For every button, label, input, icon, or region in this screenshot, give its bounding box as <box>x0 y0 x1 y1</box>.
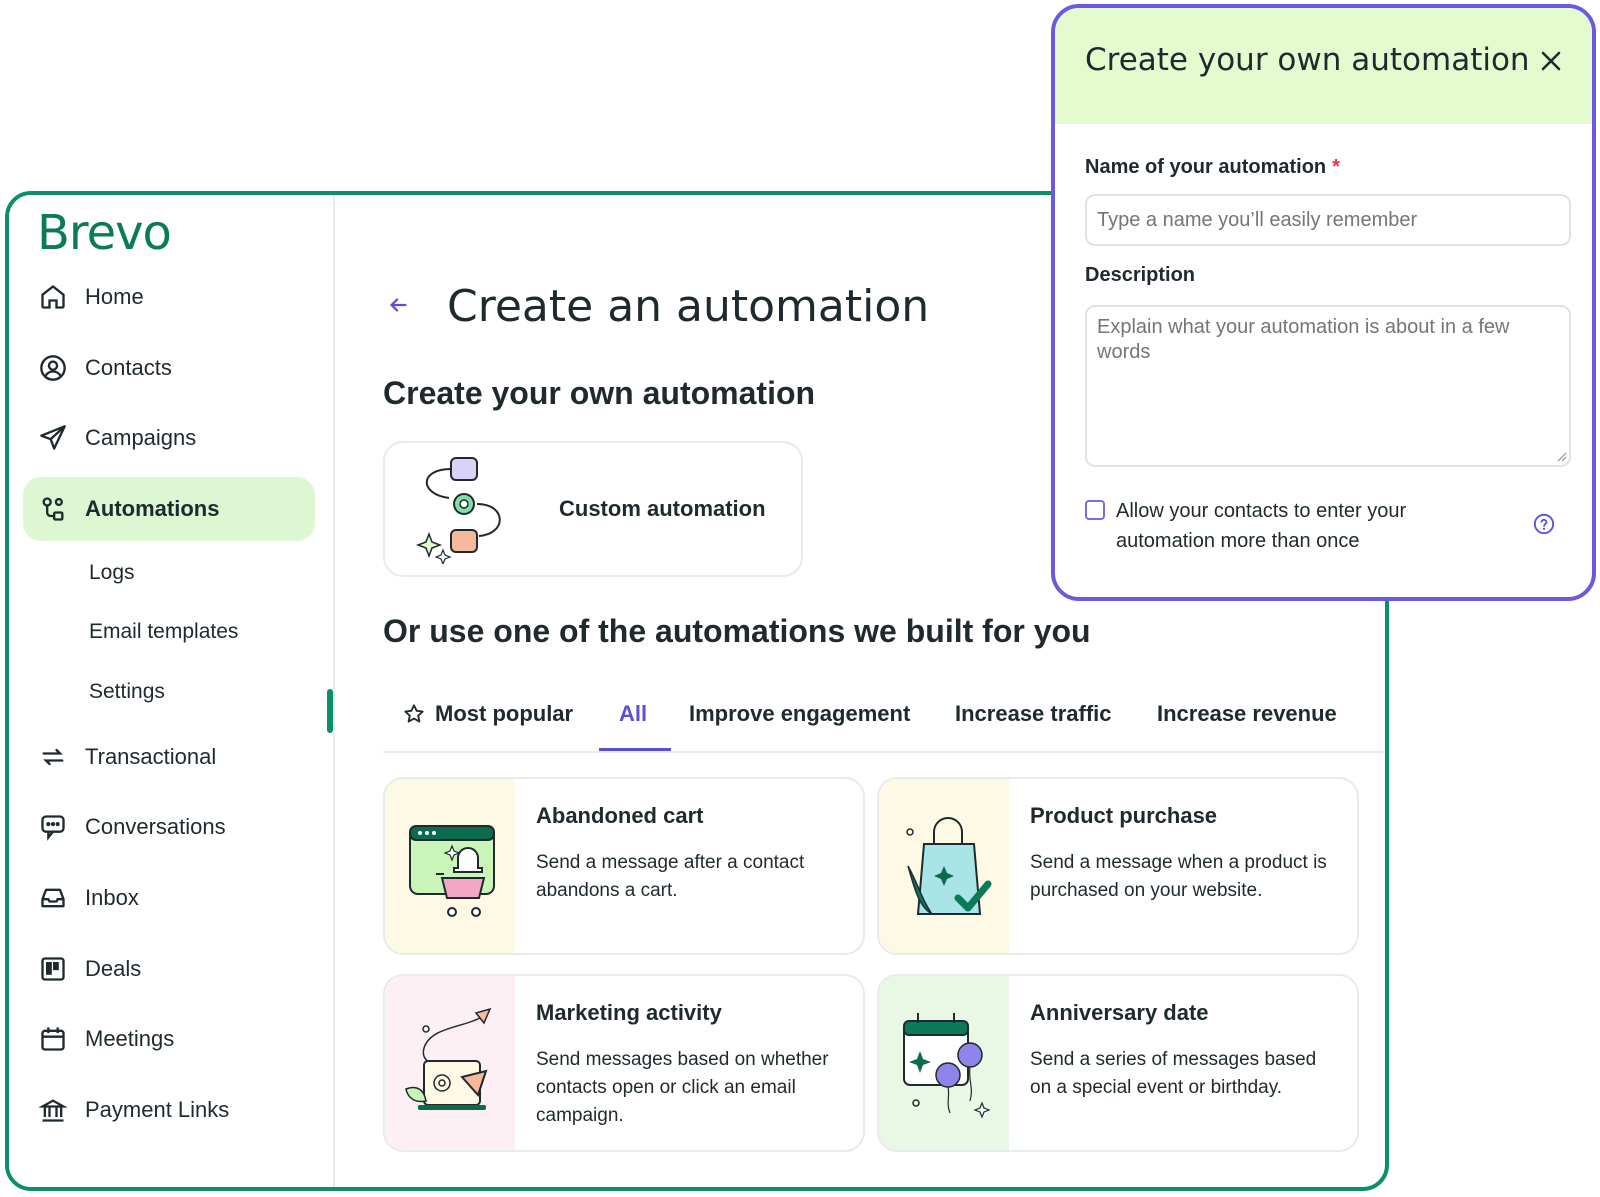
tab-label: Increase traffic <box>955 701 1112 726</box>
template-card-abandoned-cart[interactable]: Abandoned cart Send a message after a co… <box>383 777 865 955</box>
sidebar-item-label: Contacts <box>85 355 172 380</box>
active-tab-underline <box>599 748 671 751</box>
template-description: Send messages based on whether contacts … <box>536 1049 829 1126</box>
sidebar-item-label: Automations <box>85 496 220 521</box>
tab-all[interactable]: All <box>619 701 647 727</box>
contacts-icon <box>37 352 69 384</box>
sidebar-subitem-logs[interactable]: Logs <box>89 561 135 584</box>
tab-increase-traffic[interactable]: Increase traffic <box>955 701 1112 727</box>
template-description: Send a message when a product is purchas… <box>1030 852 1327 901</box>
tab-label: All <box>619 701 648 726</box>
tab-increase-revenue[interactable]: Increase revenue <box>1157 701 1337 727</box>
sidebar-item-home[interactable]: Home <box>23 265 315 329</box>
template-title: Abandoned cart <box>536 803 704 828</box>
repeat-icon <box>37 741 69 773</box>
sidebar-item-label: Transactional <box>85 744 217 769</box>
modal-header: Create your own automation <box>1055 8 1592 124</box>
automation-icon <box>37 493 69 525</box>
sidebar-item-meetings[interactable]: Meetings <box>23 1007 315 1071</box>
custom-automation-card[interactable]: Custom automation <box>383 441 803 577</box>
close-icon[interactable] <box>1536 46 1566 76</box>
sidebar-item-payment-links[interactable]: Payment Links <box>23 1078 315 1142</box>
sidebar-subitem-settings[interactable]: Settings <box>89 680 165 703</box>
abandoned-cart-illustration-icon <box>385 779 515 953</box>
sidebar-item-inbox[interactable]: Inbox <box>23 866 315 930</box>
email-campaign-illustration-icon <box>385 976 515 1150</box>
send-icon <box>37 422 69 454</box>
template-card-marketing-activity[interactable]: Marketing activity Send messages based o… <box>383 974 865 1152</box>
page-title: Create an automation <box>447 281 930 332</box>
shopping-bag-illustration-icon <box>879 779 1009 953</box>
chat-icon <box>37 811 69 843</box>
resize-handle-icon[interactable] <box>1555 450 1567 462</box>
sidebar-item-label: Payment Links <box>85 1097 230 1122</box>
name-label-text: Name of your automation <box>1085 156 1327 178</box>
sidebar-item-contacts[interactable]: Contacts <box>23 336 315 400</box>
template-title: Anniversary date <box>1030 1000 1209 1025</box>
allow-reentry-checkbox[interactable] <box>1085 500 1105 520</box>
template-title: Product purchase <box>1030 803 1218 828</box>
kanban-icon <box>37 953 69 985</box>
description-field-label: Description <box>1085 264 1196 286</box>
bank-icon <box>37 1094 69 1126</box>
home-icon <box>37 281 69 313</box>
automation-name-input[interactable] <box>1085 194 1571 246</box>
create-automation-modal: Create your own automation Name of your … <box>1051 4 1596 601</box>
custom-automation-label: Custom automation <box>559 496 766 521</box>
sidebar-item-label: Inbox <box>85 885 139 910</box>
template-card-product-purchase[interactable]: Product purchase Send a message when a p… <box>877 777 1359 955</box>
template-card-anniversary-date[interactable]: Anniversary date Send a series of messag… <box>877 974 1359 1152</box>
sidebar-item-campaigns[interactable]: Campaigns <box>23 406 315 470</box>
active-nav-marker <box>327 689 333 733</box>
tab-improve-engagement[interactable]: Improve engagement <box>689 701 910 727</box>
template-description: Send a series of messages based on a spe… <box>1030 1049 1317 1098</box>
sidebar: Brevo Home Contacts Campaigns Automation… <box>9 195 335 1187</box>
own-automation-heading: Create your own automation <box>383 375 816 411</box>
name-field-label: Name of your automation* <box>1085 156 1340 179</box>
help-icon[interactable] <box>1533 513 1555 535</box>
category-tabs: Most popular All Improve engagement Incr… <box>383 689 1385 753</box>
sidebar-item-transactional[interactable]: Transactional <box>23 725 315 789</box>
sidebar-item-label: Home <box>85 284 144 309</box>
brevo-logo[interactable]: Brevo <box>37 205 172 261</box>
sidebar-item-label: Deals <box>85 956 142 981</box>
main-content: Create an automation Create your own aut… <box>337 195 1385 1187</box>
sidebar-item-label: Meetings <box>85 1026 175 1051</box>
sidebar-item-conversations[interactable]: Conversations <box>23 795 315 859</box>
template-description: Send a message after a contact abandons … <box>536 852 805 901</box>
required-marker: * <box>1332 156 1340 178</box>
tab-label: Improve engagement <box>689 701 911 726</box>
tab-label: Most popular <box>435 701 574 726</box>
modal-title: Create your own automation <box>1085 42 1530 78</box>
sidebar-item-automations[interactable]: Automations <box>23 477 315 541</box>
inbox-icon <box>37 882 69 914</box>
back-arrow-icon[interactable] <box>387 292 409 323</box>
sidebar-item-label: Campaigns <box>85 425 197 450</box>
automation-description-textarea[interactable] <box>1085 305 1571 467</box>
sidebar-item-label: Conversations <box>85 814 226 839</box>
calendar-balloons-illustration-icon <box>879 976 1009 1150</box>
star-icon <box>403 703 425 725</box>
calendar-icon <box>37 1023 69 1055</box>
workflow-illustration-icon <box>415 457 501 564</box>
built-automations-heading: Or use one of the automations we built f… <box>383 613 1091 649</box>
template-title: Marketing activity <box>536 1000 722 1025</box>
tab-most-popular[interactable]: Most popular <box>403 701 573 727</box>
sidebar-item-deals[interactable]: Deals <box>23 937 315 1001</box>
sidebar-subitem-email-templates[interactable]: Email templates <box>89 620 239 643</box>
allow-reentry-label[interactable]: Allow your contacts to enter your automa… <box>1116 500 1407 552</box>
tab-label: Increase revenue <box>1157 701 1337 726</box>
